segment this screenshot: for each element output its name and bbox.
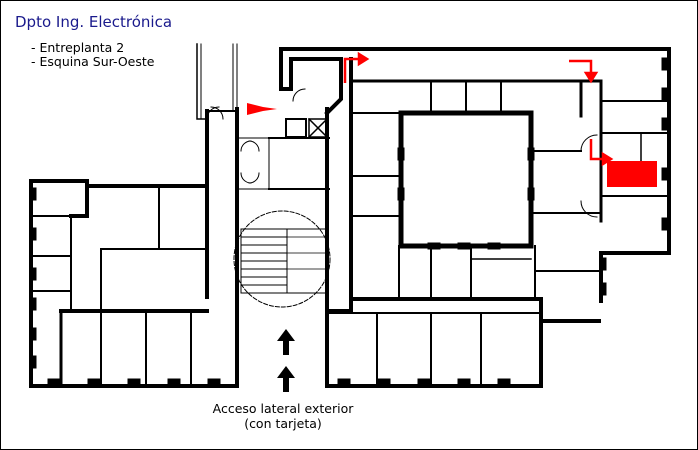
target-room-marker bbox=[607, 161, 657, 187]
access-label: Acceso lateral exterior (con tarjeta) bbox=[197, 401, 369, 431]
west-wing bbox=[29, 43, 239, 388]
red-arrow-icon bbox=[247, 103, 277, 115]
access-label-line-2: (con tarjeta) bbox=[244, 416, 322, 431]
window-marks bbox=[29, 57, 669, 386]
red-corner-arrow-icon bbox=[343, 51, 614, 167]
stair-core bbox=[233, 107, 331, 388]
note-floor: - Entreplanta 2 bbox=[31, 40, 125, 55]
access-label-line-1: Acceso lateral exterior bbox=[212, 401, 354, 416]
note-corner: - Esquina Sur-Oeste bbox=[31, 54, 155, 69]
plan-title: Dpto Ing. Electrónica bbox=[15, 13, 173, 31]
entrance-arrow-icon bbox=[277, 329, 295, 392]
plan-notes: - Entreplanta 2 - Esquina Sur-Oeste bbox=[31, 41, 154, 69]
east-wing bbox=[279, 47, 671, 388]
